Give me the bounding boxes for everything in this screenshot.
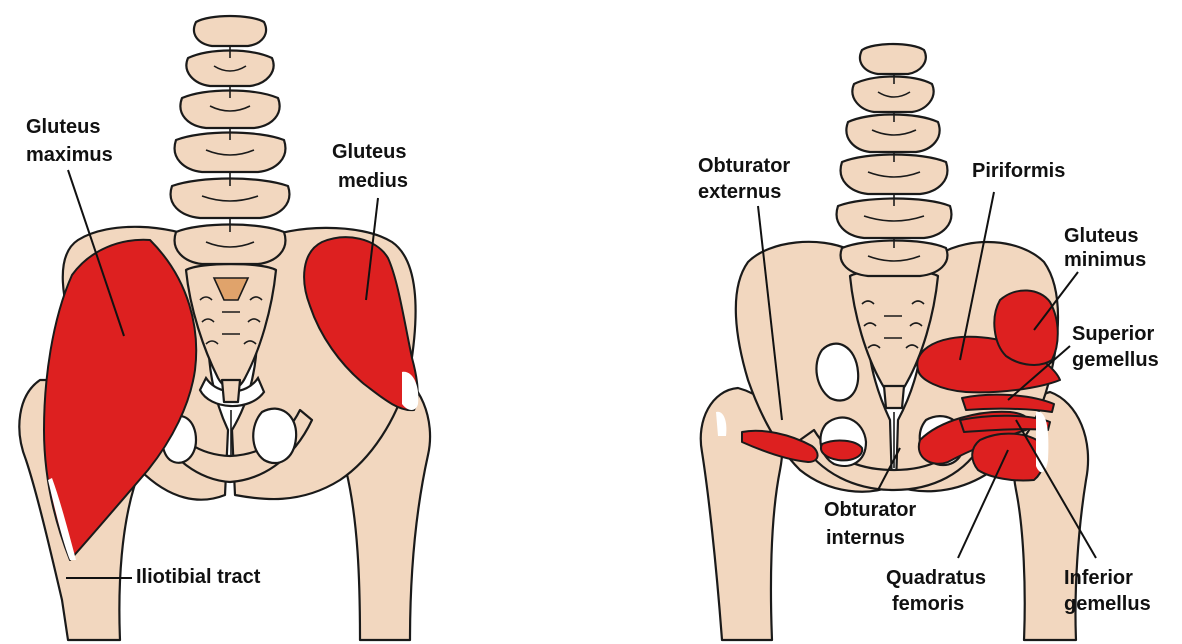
right-diagram-coccyx — [882, 384, 906, 410]
obturator-internus-muscle-left — [820, 439, 864, 462]
left-pelvis-diagram: Gluteus maximus Gluteus medius Iliotibia… — [18, 14, 432, 642]
leader-inferior-gemellus — [1015, 419, 1097, 559]
label-gluteus-medius-1: Gluteus — [332, 141, 406, 163]
label-gluteus-medius-2: medius — [338, 170, 408, 192]
right-diagram-greater-sciatic-left — [815, 342, 860, 402]
obturator-externus-muscle — [741, 429, 819, 463]
leader-gluteus-maximus — [67, 169, 125, 337]
label-quadratus-femoris-2: femoris — [892, 593, 964, 615]
label-obturator-externus-1: Obturator — [698, 155, 790, 177]
label-inferior-gemellus-1: Inferior — [1064, 567, 1133, 589]
right-pelvis-diagram: Obturator externus Piriformis Gluteus mi… — [698, 42, 1159, 642]
inferior-gemellus-muscle — [959, 414, 1051, 433]
leader-obturator-internus — [877, 447, 901, 491]
label-obturator-internus-2: internus — [826, 527, 905, 549]
sacral-foramina — [199, 296, 263, 345]
leader-gluteus-medius — [365, 197, 379, 301]
leader-gluteus-minimus — [1033, 271, 1079, 331]
label-gluteus-minimus-2: minimus — [1064, 249, 1146, 271]
label-superior-gemellus-2: gemellus — [1072, 349, 1159, 371]
superior-gemellus-muscle — [961, 393, 1055, 413]
right-diagram-sacral-foramina — [861, 300, 925, 349]
leader-superior-gemellus — [1007, 345, 1071, 401]
label-superior-gemellus-1: Superior — [1072, 323, 1154, 345]
quadratus-femoris-muscle — [971, 432, 1045, 482]
right-obturator-foramen — [252, 407, 298, 465]
label-iliotibial-tract: Iliotibial tract — [136, 566, 261, 588]
it-tract-highlight — [48, 478, 76, 560]
label-gluteus-minimus-1: Gluteus — [1064, 225, 1138, 247]
trochanter-highlight-left — [402, 371, 419, 410]
label-quadratus-femoris-1: Quadratus — [886, 567, 986, 589]
label-gluteus-maximus-2: maximus — [26, 144, 113, 166]
gluteus-medius-muscle — [303, 236, 419, 412]
leader-quadratus-femoris — [957, 449, 1009, 559]
trochanter-highlight-right — [1036, 411, 1049, 473]
gluteus-minimus-muscle — [993, 289, 1059, 366]
leader-piriformis — [959, 191, 995, 361]
femur-highlight-right-diagram — [716, 411, 727, 436]
label-piriformis: Piriformis — [972, 160, 1065, 182]
label-gluteus-maximus-1: Gluteus — [26, 116, 100, 138]
right-diagram-lumbar-spine — [835, 42, 953, 278]
lumbar-spine — [169, 14, 291, 266]
label-inferior-gemellus-2: gemellus — [1064, 593, 1151, 615]
coccyx — [220, 378, 242, 404]
leader-obturator-externus — [757, 205, 783, 421]
label-obturator-internus-1: Obturator — [824, 499, 916, 521]
sacrum-accent — [212, 277, 250, 301]
label-obturator-externus-2: externus — [698, 181, 781, 203]
